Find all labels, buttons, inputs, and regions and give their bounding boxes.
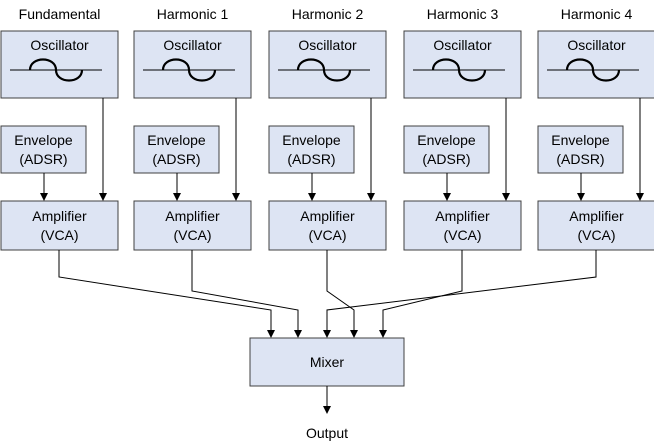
amplifier-label: Amplifier xyxy=(300,208,355,224)
envelope-sublabel: (ADSR) xyxy=(19,151,67,167)
output-label: Output xyxy=(306,425,348,441)
amplifier-to-mixer-connector xyxy=(326,250,358,338)
column-title: Harmonic 2 xyxy=(292,6,364,22)
envelope-label: Envelope xyxy=(417,132,476,148)
amplifier-sublabel: (VCA) xyxy=(308,227,346,243)
amplifier-to-mixer-connector xyxy=(379,250,463,338)
sine-wave-icon xyxy=(278,58,370,82)
oscillator-box xyxy=(268,30,387,99)
oscillator-box xyxy=(403,30,522,99)
amplifier-sublabel: (VCA) xyxy=(40,227,78,243)
mixer-box xyxy=(249,337,405,387)
envelope-sublabel: (ADSR) xyxy=(556,151,604,167)
column-title: Fundamental xyxy=(19,6,101,22)
amplifier-label: Amplifier xyxy=(569,208,624,224)
envelope-label: Envelope xyxy=(147,132,206,148)
envelope-sublabel: (ADSR) xyxy=(287,151,335,167)
column-title: Harmonic 3 xyxy=(427,6,499,22)
amplifier-sublabel: (VCA) xyxy=(173,227,211,243)
amplifier-to-mixer-connector xyxy=(323,250,597,338)
oscillator-box xyxy=(133,30,252,99)
oscillator-label: Oscillator xyxy=(433,37,492,53)
amplifier-label: Amplifier xyxy=(165,208,220,224)
oscillator-box xyxy=(537,30,654,99)
sine-wave-icon xyxy=(10,58,102,82)
envelope-box xyxy=(268,125,355,174)
sine-wave-icon xyxy=(413,58,505,82)
sine-wave-icon xyxy=(143,58,235,82)
oscillator-label: Oscillator xyxy=(298,37,357,53)
envelope-label: Envelope xyxy=(282,132,341,148)
oscillator-label: Oscillator xyxy=(567,37,626,53)
mixer-block: Mixer xyxy=(249,337,405,387)
envelope-box xyxy=(133,125,220,174)
amplifier-box xyxy=(403,200,522,251)
amplifier-box xyxy=(133,200,252,251)
amplifier-label: Amplifier xyxy=(32,208,87,224)
amplifier-sublabel: (VCA) xyxy=(577,227,615,243)
envelope-label: Envelope xyxy=(551,132,610,148)
envelope-label: Envelope xyxy=(14,132,73,148)
amplifier-to-mixer-connector xyxy=(58,250,275,338)
amplifier-box xyxy=(268,200,387,251)
envelope-sublabel: (ADSR) xyxy=(152,151,200,167)
amplifier-to-mixer-connector xyxy=(191,250,302,338)
column-title: Harmonic 4 xyxy=(561,6,633,22)
amplifier-sublabel: (VCA) xyxy=(443,227,481,243)
amplifier-label: Amplifier xyxy=(435,208,490,224)
envelope-sublabel: (ADSR) xyxy=(422,151,470,167)
sine-wave-icon xyxy=(547,58,639,82)
oscillator-label: Oscillator xyxy=(30,37,89,53)
column-title: Harmonic 1 xyxy=(157,6,229,22)
oscillator-box xyxy=(0,30,119,99)
envelope-box xyxy=(537,125,624,174)
oscillator-label: Oscillator xyxy=(163,37,222,53)
mixer-label: Mixer xyxy=(310,354,345,370)
